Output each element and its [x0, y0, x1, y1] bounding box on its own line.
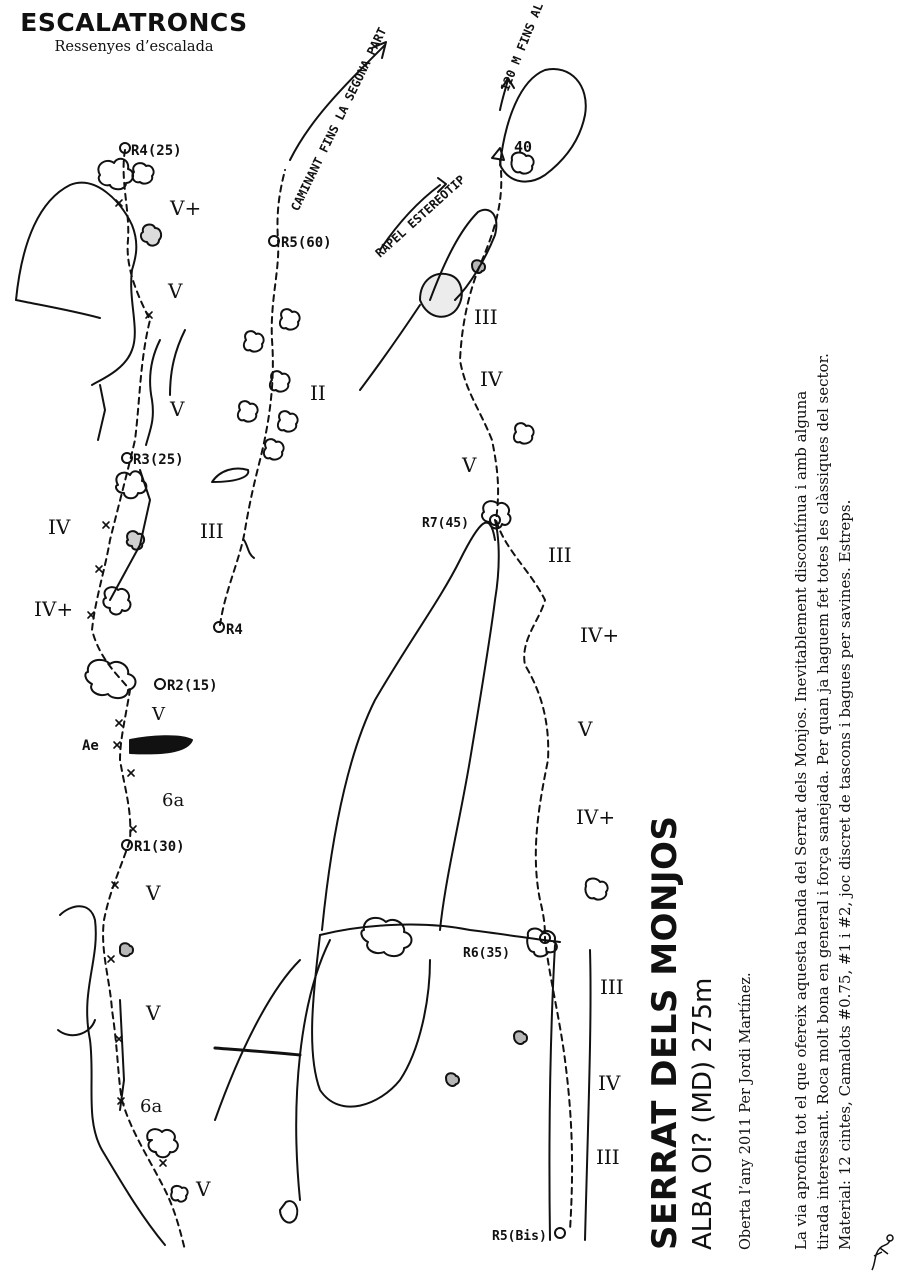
left-crack-2 [169, 329, 186, 396]
belay-label: R5(Bis) [492, 1229, 547, 1244]
right-main-wall [321, 521, 496, 931]
rappel-arrow [379, 177, 447, 251]
summit-note: 120 M FINS AL CIM [498, 0, 557, 93]
middle-overhang [211, 467, 250, 483]
right-upper-block [499, 67, 587, 183]
right-bushes [360, 151, 609, 1087]
left-lower-wall-base [57, 1019, 96, 1037]
brand-title: ESCALATRONCS [20, 8, 248, 37]
right-lower-pillar-2 [584, 949, 592, 1241]
anchor-label: Ae [82, 738, 99, 754]
left-wall-edge [97, 384, 106, 441]
grade-label: V [195, 1177, 211, 1201]
route-opened-note: Oberta l’any 2011 Per Jordi Martínez. [738, 972, 754, 1250]
belay-label: R5(60) [281, 235, 332, 251]
grade-label: 6a [162, 790, 184, 811]
grade-label: V [151, 704, 166, 725]
route-description: La via aprofita tot el que ofereix aques… [790, 353, 856, 1250]
right-triangle-mark [491, 147, 505, 161]
left-bushes [84, 157, 189, 1203]
right-hanging-bush [279, 1200, 299, 1224]
belay-label: R3(25) [133, 452, 184, 468]
brand-header: ESCALATRONCS Ressenyes d’escalada [14, 8, 254, 56]
belay-label: R1(30) [134, 839, 185, 855]
route-grade-length: ALBA OI? (MD) 275m [688, 977, 718, 1250]
climber-logo-icon [868, 1232, 894, 1277]
grade-label: V [145, 1001, 161, 1025]
grade-label: IV+ [576, 805, 615, 829]
upper-arrow [499, 77, 515, 111]
belay-label: R6(35) [463, 946, 510, 961]
approach-note: CAMINANT FINS LA SEGONA PART [288, 25, 389, 213]
middle-belay-rings [213, 235, 280, 633]
right-lower-block [311, 934, 431, 1108]
left-flake [109, 469, 151, 601]
right-route-path [459, 159, 574, 1231]
left-crack-1 [145, 339, 161, 446]
left-route-path [91, 149, 186, 1251]
grade-label: II [310, 381, 326, 405]
left-belay-rings [119, 142, 166, 851]
grade-label: III [474, 305, 498, 329]
approach-arrow-head [371, 41, 387, 59]
belay-label: 40 [514, 138, 532, 156]
middle-crack-mark [243, 539, 255, 559]
grade-label: V [461, 453, 477, 477]
grade-label: V [577, 717, 593, 741]
right-ledge [319, 923, 561, 943]
right-boulder [419, 272, 463, 318]
grade-label: 6a [140, 1096, 162, 1117]
grade-label: IV+ [34, 597, 73, 621]
grade-label: V [145, 881, 161, 905]
right-belay-rings [489, 514, 566, 1239]
grade-label: V [169, 397, 185, 421]
right-slab-base [213, 1046, 302, 1057]
grade-label: IV+ [580, 623, 619, 647]
grade-label: III [200, 519, 224, 543]
right-gully [359, 304, 421, 391]
right-lower-pillar [548, 944, 556, 1241]
description-line: tirada interessant. Roca molt bona en ge… [814, 353, 832, 1250]
grade-label: IV [598, 1071, 621, 1095]
left-lower-wall [59, 905, 166, 1246]
description-line: Material: 12 cintes, Camalots #0.75, #1 … [836, 499, 854, 1250]
left-roof-underside [15, 299, 101, 319]
grade-label: IV [48, 515, 71, 539]
left-roof-overhang [15, 181, 138, 386]
description-line: La via aprofita tot el que ofereix aques… [792, 390, 810, 1250]
route-title: SERRAT DELS MONJOS [645, 815, 685, 1250]
grade-label: III [600, 975, 624, 999]
right-diag-wall [214, 959, 301, 1121]
grade-label: V+ [169, 196, 201, 220]
belay-label: R2(15) [167, 678, 218, 694]
right-crack-line [295, 939, 331, 1201]
grade-label: V [167, 279, 183, 303]
belay-label: R4 [226, 622, 243, 638]
left-ledge-block [129, 735, 193, 755]
right-main-wall-inner [439, 519, 500, 931]
grade-label: III [548, 543, 572, 567]
approach-arrow-line [289, 44, 386, 161]
belay-label: R7(45) [422, 516, 469, 531]
middle-bushes [236, 308, 301, 461]
left-bolt-marks [87, 199, 167, 1167]
grade-label: III [596, 1145, 620, 1169]
brand-subtitle: Ressenyes d’escalada [54, 39, 214, 55]
belay-label: R4(25) [131, 143, 182, 159]
grade-label: IV [480, 367, 503, 391]
